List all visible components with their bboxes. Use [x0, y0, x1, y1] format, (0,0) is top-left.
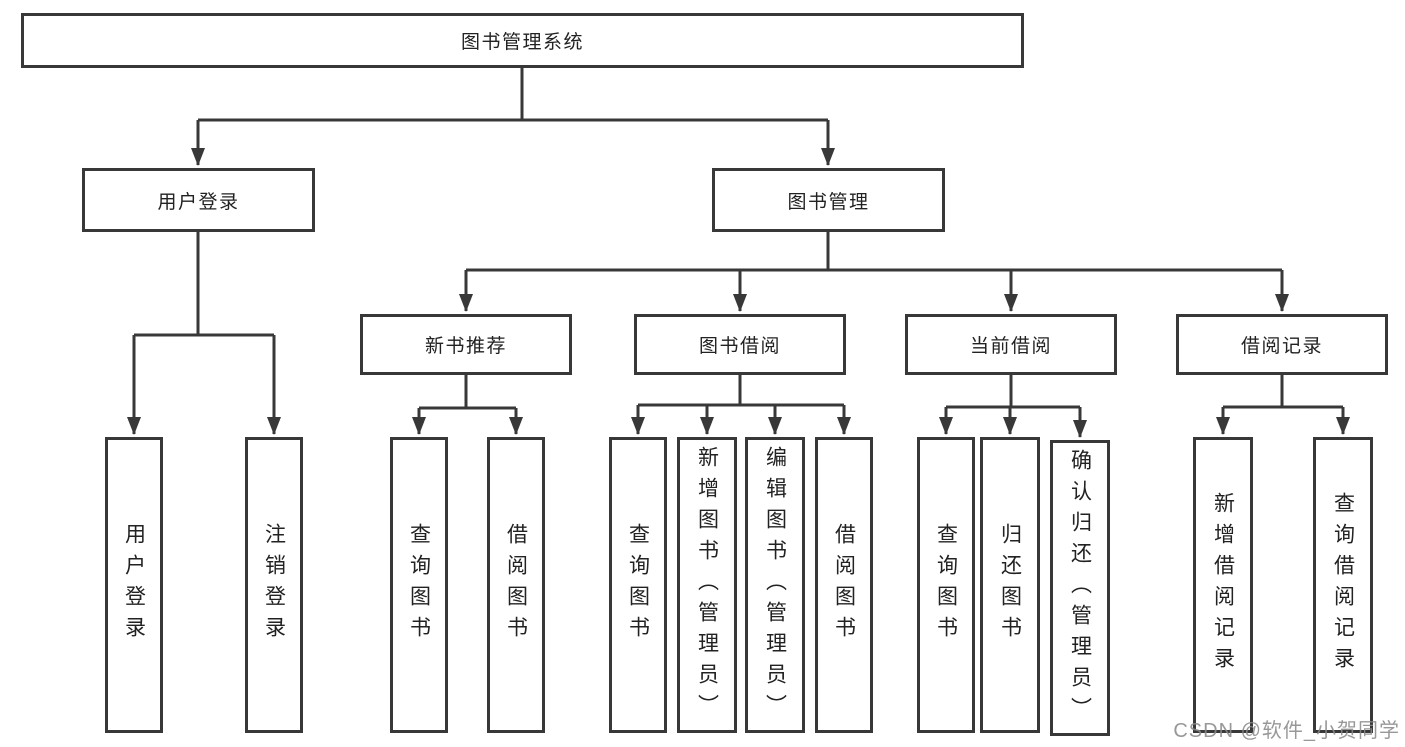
leaf-add-borrow-record: 新增借阅记录: [1193, 437, 1253, 733]
leaf-user-login: 用户登录: [105, 437, 163, 733]
node-user-login-label: 用户登录: [157, 191, 240, 213]
csdn-watermark: CSDN @软件_小贺同学: [1173, 720, 1400, 742]
node-book-borrow-label: 图书借阅: [698, 336, 781, 357]
leaf-user-login-label: 用户登录: [122, 523, 146, 647]
node-borrow-records: 借阅记录: [1176, 314, 1388, 375]
leaf-borrow-books-label: 借阅图书: [832, 523, 856, 647]
node-current-borrow: 当前借阅: [905, 314, 1117, 375]
node-current-borrow-label: 当前借阅: [969, 336, 1052, 357]
leaf-query-borrow-record: 查询借阅记录: [1313, 437, 1373, 733]
leaf-edit-books-admin-label: 编辑图书（管理员）: [763, 445, 787, 725]
leaf-return-books-label: 归还图书: [998, 523, 1022, 647]
leaf-query-books-current: 查询图书: [917, 437, 975, 733]
leaf-query-books-borrow-label: 查询图书: [626, 523, 650, 647]
leaf-logout: 注销登录: [245, 437, 303, 733]
leaf-confirm-return-admin-label: 确认归还（管理员）: [1068, 448, 1092, 728]
node-book-borrow: 图书借阅: [634, 314, 846, 375]
leaf-edit-books-admin: 编辑图书（管理员）: [745, 437, 805, 733]
leaf-query-borrow-record-label: 查询借阅记录: [1331, 492, 1355, 678]
node-user-login: 用户登录: [82, 168, 315, 232]
leaf-query-books-recommend-label: 查询图书: [407, 523, 431, 647]
leaf-query-books-borrow: 查询图书: [609, 437, 667, 733]
leaf-return-books: 归还图书: [980, 437, 1040, 733]
leaf-borrow-books: 借阅图书: [815, 437, 873, 733]
node-new-book-recommend-label: 新书推荐: [424, 336, 507, 357]
leaf-borrow-books-recommend-label: 借阅图书: [504, 523, 528, 647]
node-new-book-recommend: 新书推荐: [360, 314, 572, 375]
leaf-add-books-admin-label: 新增图书（管理员）: [695, 445, 719, 725]
node-root: 图书管理系统: [21, 13, 1024, 68]
leaf-confirm-return-admin: 确认归还（管理员）: [1050, 440, 1110, 736]
node-book-management: 图书管理: [712, 168, 945, 232]
leaf-add-borrow-record-label: 新增借阅记录: [1211, 492, 1235, 678]
node-root-label: 图书管理系统: [460, 32, 584, 53]
leaf-query-books-recommend: 查询图书: [390, 437, 448, 733]
node-borrow-records-label: 借阅记录: [1240, 336, 1323, 357]
node-book-management-label: 图书管理: [787, 191, 870, 213]
leaf-add-books-admin: 新增图书（管理员）: [677, 437, 737, 733]
leaf-logout-label: 注销登录: [262, 523, 286, 647]
leaf-borrow-books-recommend: 借阅图书: [487, 437, 545, 733]
leaf-query-books-current-label: 查询图书: [934, 523, 958, 647]
